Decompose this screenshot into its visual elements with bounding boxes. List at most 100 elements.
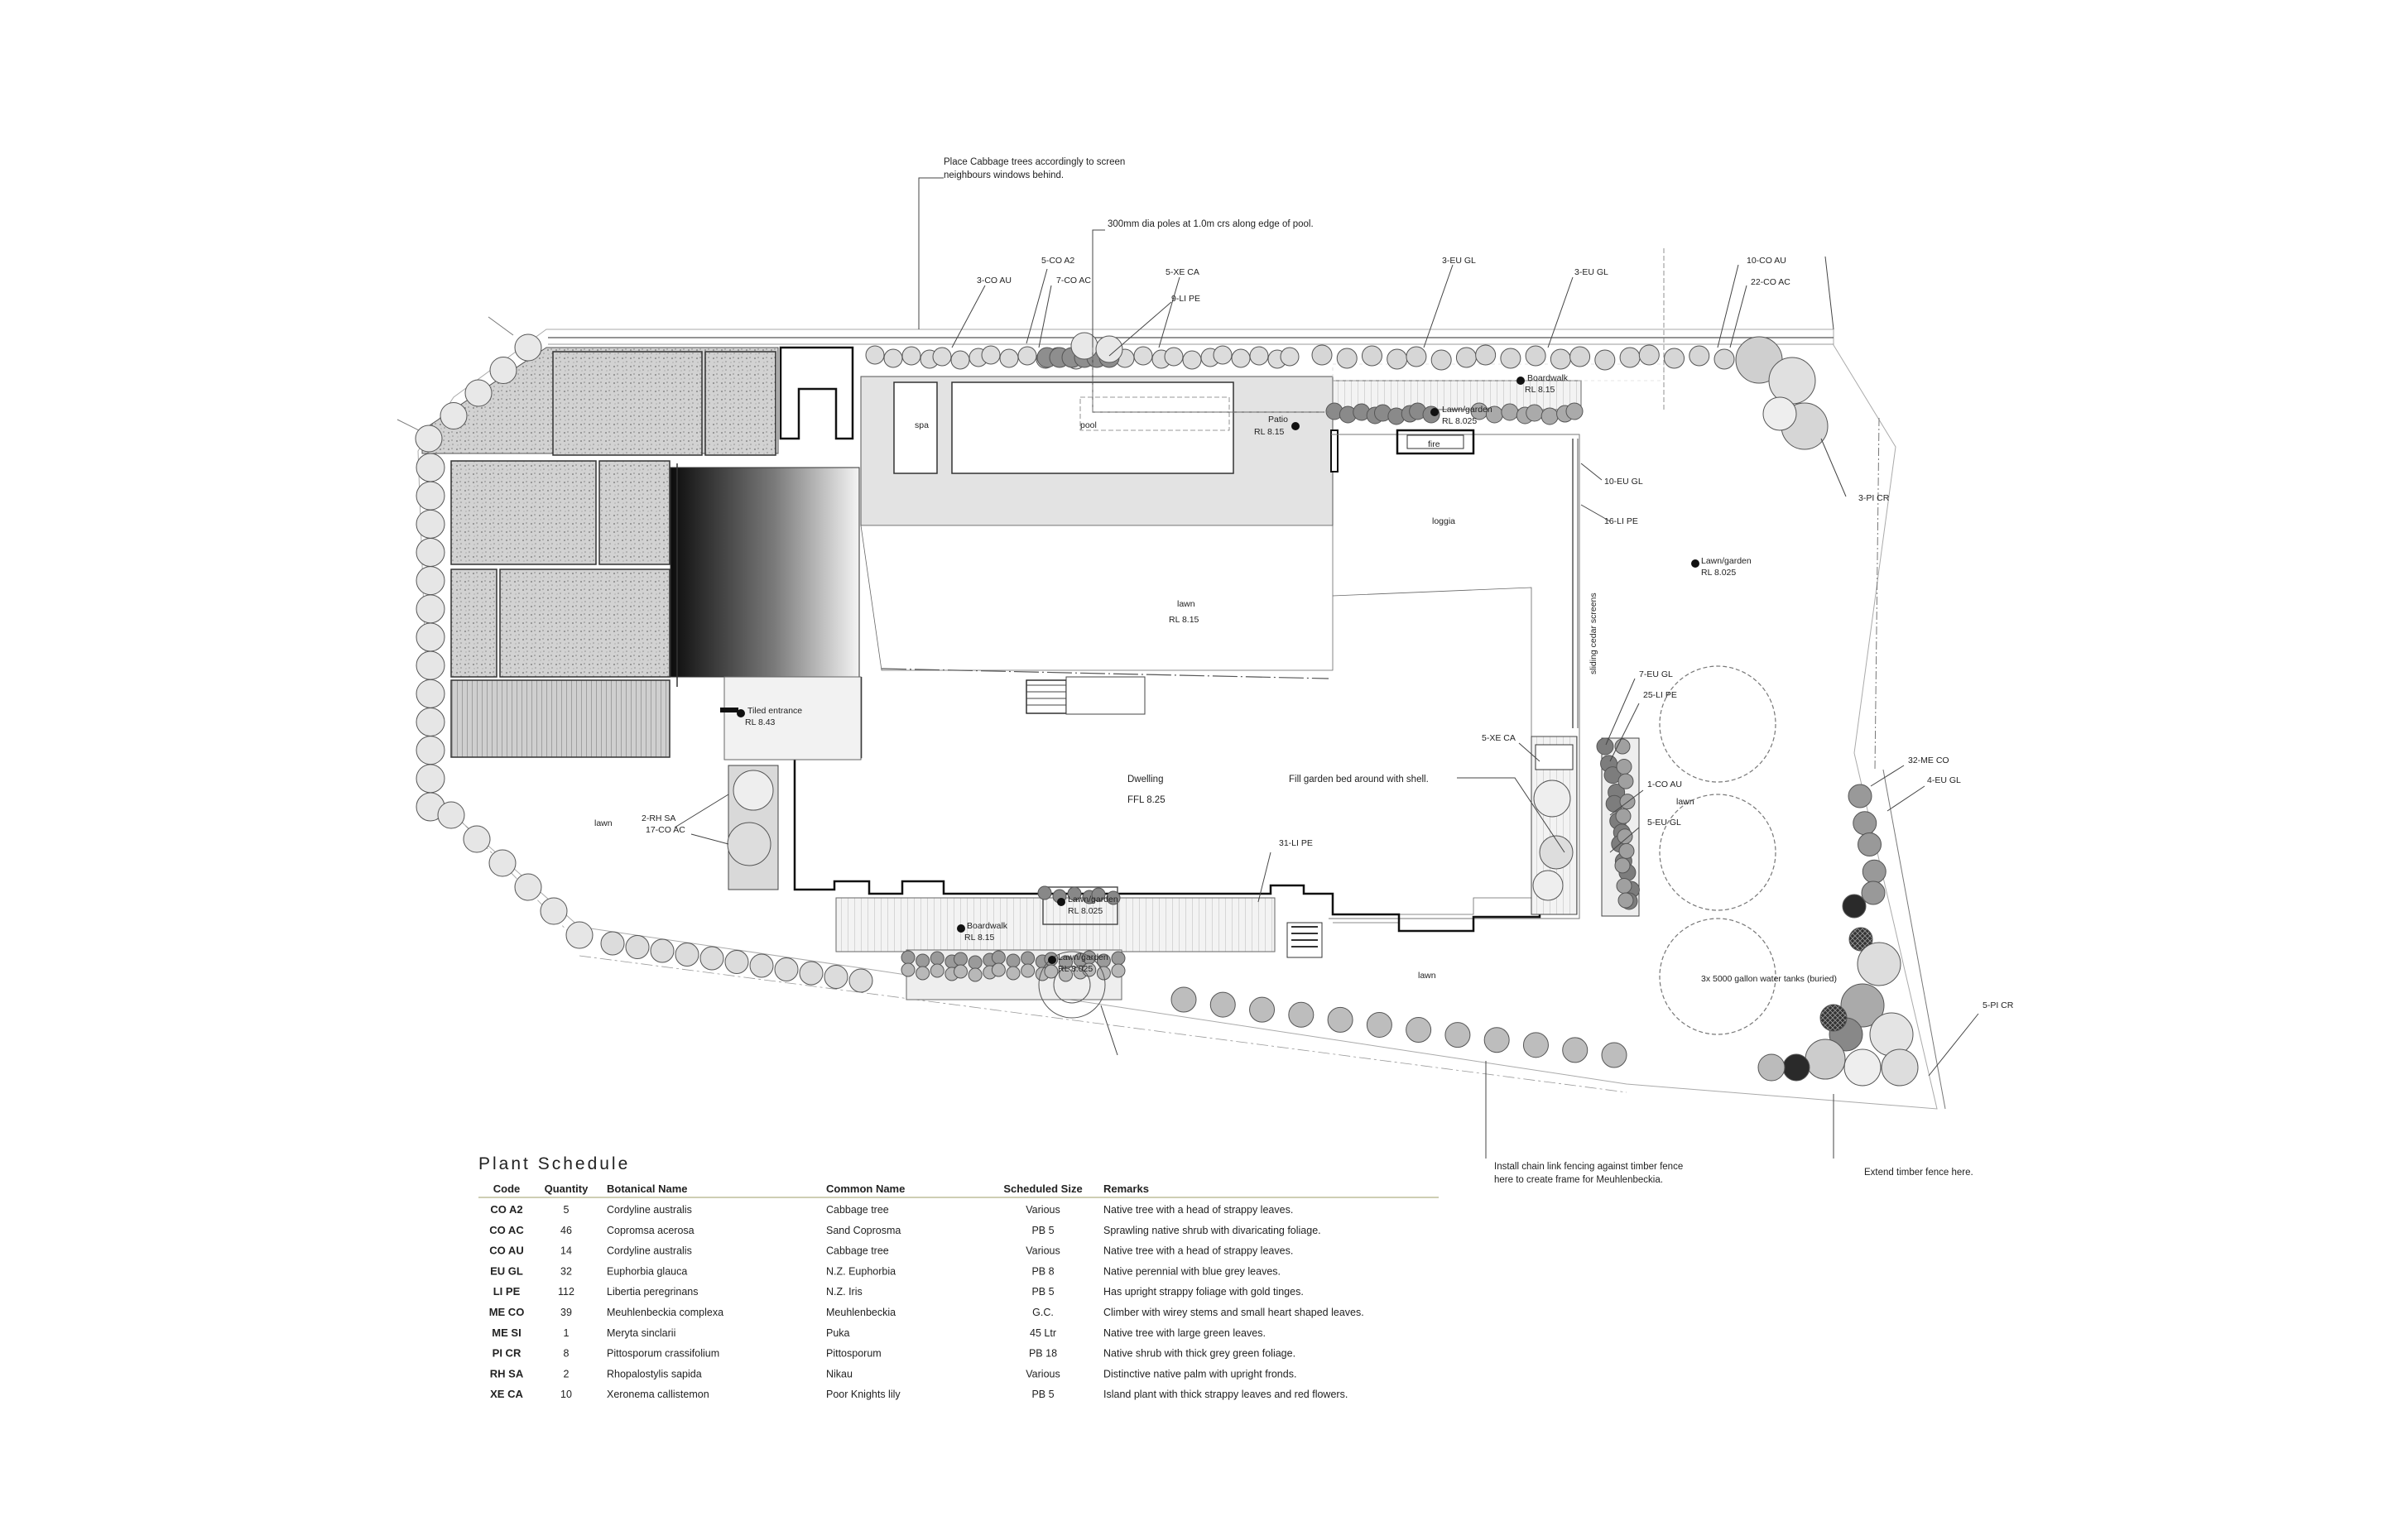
cell-quantity: 1: [564, 1327, 570, 1339]
tree-icon: [1053, 966, 1091, 1004]
label-co-au-3: 3-CO AU: [977, 276, 1012, 285]
tree-icon: [733, 770, 774, 811]
cell-remarks: Native perennial with blue grey leaves.: [1103, 1265, 1281, 1277]
climber-icon: [1782, 1053, 1810, 1082]
label-spa: spa: [915, 420, 929, 430]
shrub-icon: [930, 963, 944, 978]
cell-code: CO AU: [489, 1245, 523, 1257]
tree-icon: [848, 968, 873, 993]
label-xe-ca-5-top: 5-XE CA: [1166, 267, 1199, 277]
tree-icon: [514, 333, 542, 362]
cell-code: PI CR: [493, 1347, 522, 1360]
tree-icon: [675, 943, 699, 967]
shrub-icon: [916, 966, 930, 981]
tree-icon: [1805, 1039, 1846, 1080]
tree-icon: [1070, 332, 1098, 360]
tree-icon: [1406, 1017, 1432, 1043]
shrub-icon: [1106, 890, 1121, 905]
cell-botanical: Xeronema callistemon: [607, 1389, 709, 1400]
label-pool: pool: [1080, 420, 1097, 430]
shrub-icon: [1550, 348, 1571, 370]
cell-common: Puka: [826, 1327, 850, 1339]
climber-icon: [1848, 927, 1873, 952]
tree-icon: [625, 935, 650, 959]
shrub-icon: [1617, 773, 1634, 789]
shrub-icon: [1096, 966, 1111, 981]
shrub-icon: [954, 964, 968, 979]
label-lawn-garden-b2-rl: RL 8.025: [1058, 964, 1093, 974]
cell-remarks: Native tree with a head of strappy leave…: [1103, 1204, 1293, 1216]
shrub-icon: [1336, 348, 1358, 369]
label-co-ac-17: 17-CO AC: [646, 825, 685, 835]
shrub-icon: [1617, 828, 1633, 845]
label-me-co-32: 32-ME CO: [1908, 756, 1949, 765]
tree-icon: [416, 453, 445, 482]
note-fill-shell: Fill garden bed around with shell.: [1289, 775, 1429, 784]
shrub-icon: [1853, 811, 1877, 836]
shrub-icon: [1596, 737, 1614, 756]
shrub-icon: [1059, 967, 1073, 982]
shrub-icon: [865, 345, 885, 365]
cell-quantity: 32: [560, 1265, 572, 1277]
water-tanks: [1659, 665, 1776, 1035]
label-dwelling-ffl: FFL 8.25: [1127, 795, 1166, 805]
label-lawn-left: lawn: [594, 818, 613, 828]
cell-size: PB 18: [1029, 1348, 1057, 1360]
tree-icon: [749, 953, 774, 978]
level-marker-icon: [1057, 898, 1065, 906]
cell-remarks: Distinctive native palm with upright fro…: [1103, 1368, 1296, 1379]
cell-remarks: Native tree with large green leaves.: [1103, 1327, 1266, 1339]
gravel-paving: [421, 347, 779, 758]
cell-quantity: 8: [564, 1348, 570, 1360]
note-cabbage-2: neighbours windows behind.: [944, 170, 1064, 180]
cell-quantity: 10: [560, 1389, 572, 1400]
climber-icon: [1819, 1004, 1848, 1032]
shrub-icon: [1618, 842, 1635, 859]
cell-common: Nikau: [826, 1368, 853, 1379]
cell-size: Various: [1026, 1368, 1060, 1379]
cell-botanical: Cordyline australis: [607, 1245, 692, 1257]
shrub-icon: [1067, 886, 1082, 901]
cell-quantity: 39: [560, 1307, 572, 1318]
tree-icon: [1532, 870, 1564, 901]
tree-icon: [699, 946, 724, 971]
label-loggia: loggia: [1432, 516, 1455, 526]
shrub-icon: [1133, 346, 1153, 366]
label-co-ac-7: 7-CO AC: [1056, 276, 1091, 285]
tree-icon: [724, 950, 749, 974]
cell-botanical: Cordyline australis: [607, 1204, 692, 1216]
shrub-icon: [1406, 346, 1427, 367]
tree-icon: [1840, 983, 1885, 1028]
label-eu-gl-5: 5-EU GL: [1647, 818, 1681, 828]
tree-icon: [1533, 780, 1571, 818]
shrub-icon: [1455, 347, 1477, 368]
shrub-icon: [1565, 402, 1584, 420]
cell-code: CO A2: [490, 1203, 522, 1216]
note-poles: 300mm dia poles at 1.0m crs along edge o…: [1108, 219, 1314, 229]
shrub-icon: [1664, 348, 1685, 369]
tree-icon: [416, 764, 445, 794]
shrub-icon: [968, 967, 983, 982]
note-cabbage-1: Place Cabbage trees accordingly to scree…: [944, 157, 1125, 167]
shrub-icon: [1858, 832, 1882, 856]
tree-icon: [437, 801, 465, 829]
cell-size: G.C.: [1032, 1307, 1054, 1318]
shrub-icon: [1249, 346, 1269, 366]
shrub-icon: [1091, 887, 1106, 902]
shrub-icon: [1714, 348, 1735, 370]
tree-icon: [1444, 1022, 1471, 1048]
tree-icon: [463, 825, 491, 853]
tree-icon: [1249, 996, 1276, 1023]
shrub-icon: [1017, 346, 1037, 366]
label-lawn-centre: lawn: [1177, 599, 1195, 609]
cell-size: PB 5: [1031, 1389, 1054, 1400]
cell-common: Sand Coprosma: [826, 1225, 901, 1236]
tree-icon: [824, 965, 848, 989]
label-lawn-garden-b2: Lawn/garden: [1058, 952, 1108, 962]
label-co-au-1: 1-CO AU: [1647, 780, 1682, 789]
shrub-icon: [1475, 344, 1497, 366]
